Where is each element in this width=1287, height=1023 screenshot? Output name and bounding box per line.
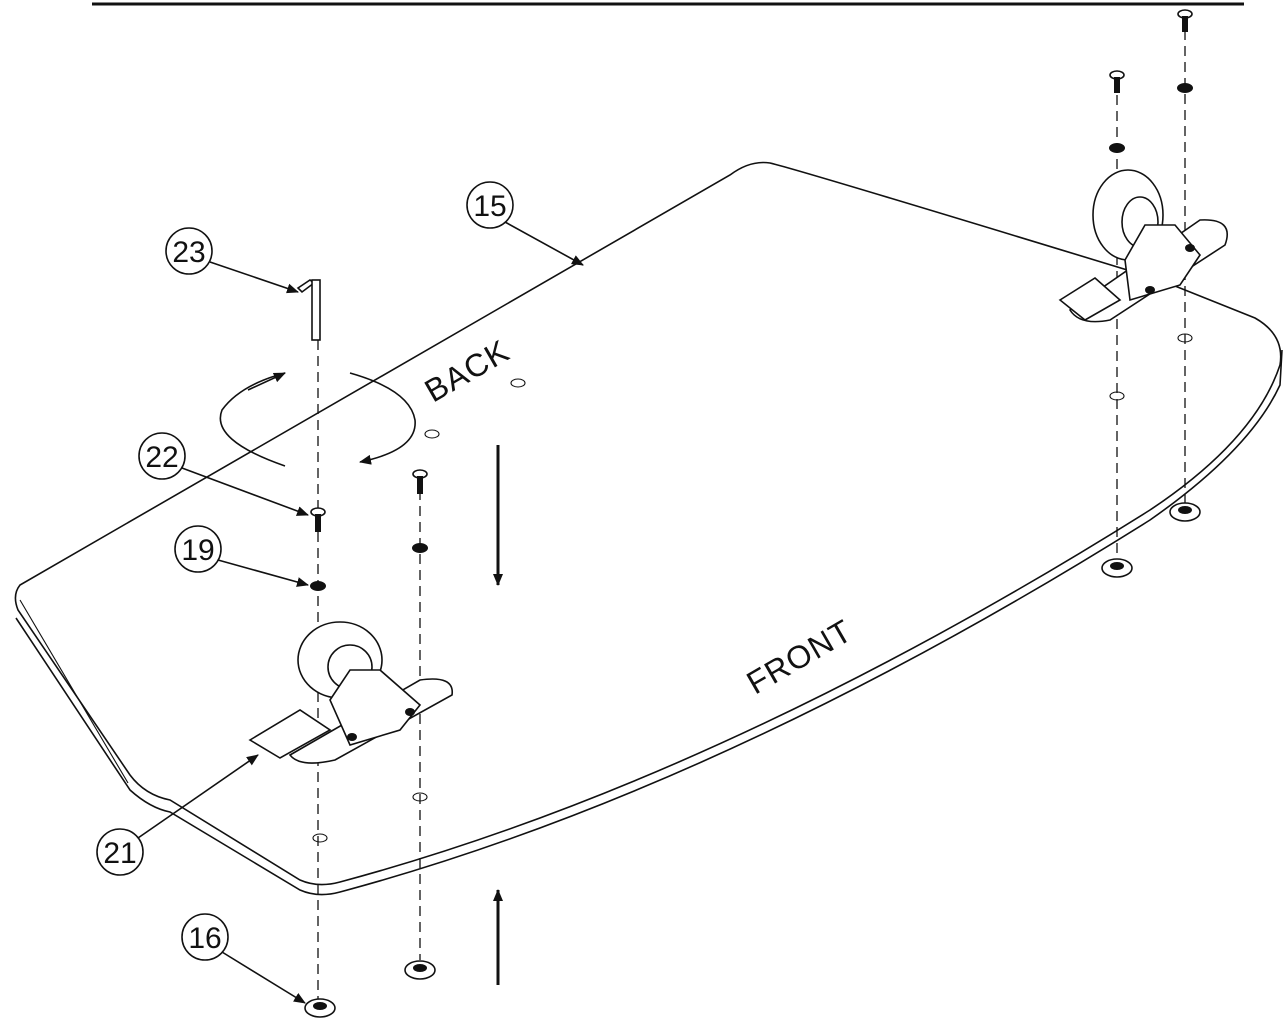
front-label: FRONT (741, 612, 859, 701)
board-holes (312, 333, 1193, 843)
callout-15: 15 (466, 181, 584, 266)
svg-text:22: 22 (145, 441, 178, 474)
base-board (14, 161, 1283, 896)
svg-text:15: 15 (473, 190, 506, 223)
rotation-indicator (219, 372, 416, 467)
callout-16: 16 (181, 913, 306, 1004)
svg-text:23: 23 (172, 236, 205, 269)
callout-22: 22 (138, 432, 309, 516)
svg-text:16: 16 (188, 922, 221, 955)
svg-text:19: 19 (181, 534, 214, 567)
caster-back (1058, 169, 1228, 323)
washer-front-left (310, 581, 326, 591)
screw-front-left (310, 507, 326, 532)
svg-text:21: 21 (103, 837, 136, 870)
alignment-lines (317, 30, 1186, 1000)
callout-19: 19 (174, 525, 309, 587)
hex-key (296, 279, 321, 341)
callout-23: 23 (165, 227, 299, 294)
screws-back (1109, 9, 1193, 153)
back-label: BACK (419, 332, 516, 409)
leveling-feet (304, 502, 1201, 1018)
screw-front-right (412, 469, 428, 553)
callout-21: 21 (96, 754, 259, 876)
caster-front (248, 621, 453, 764)
